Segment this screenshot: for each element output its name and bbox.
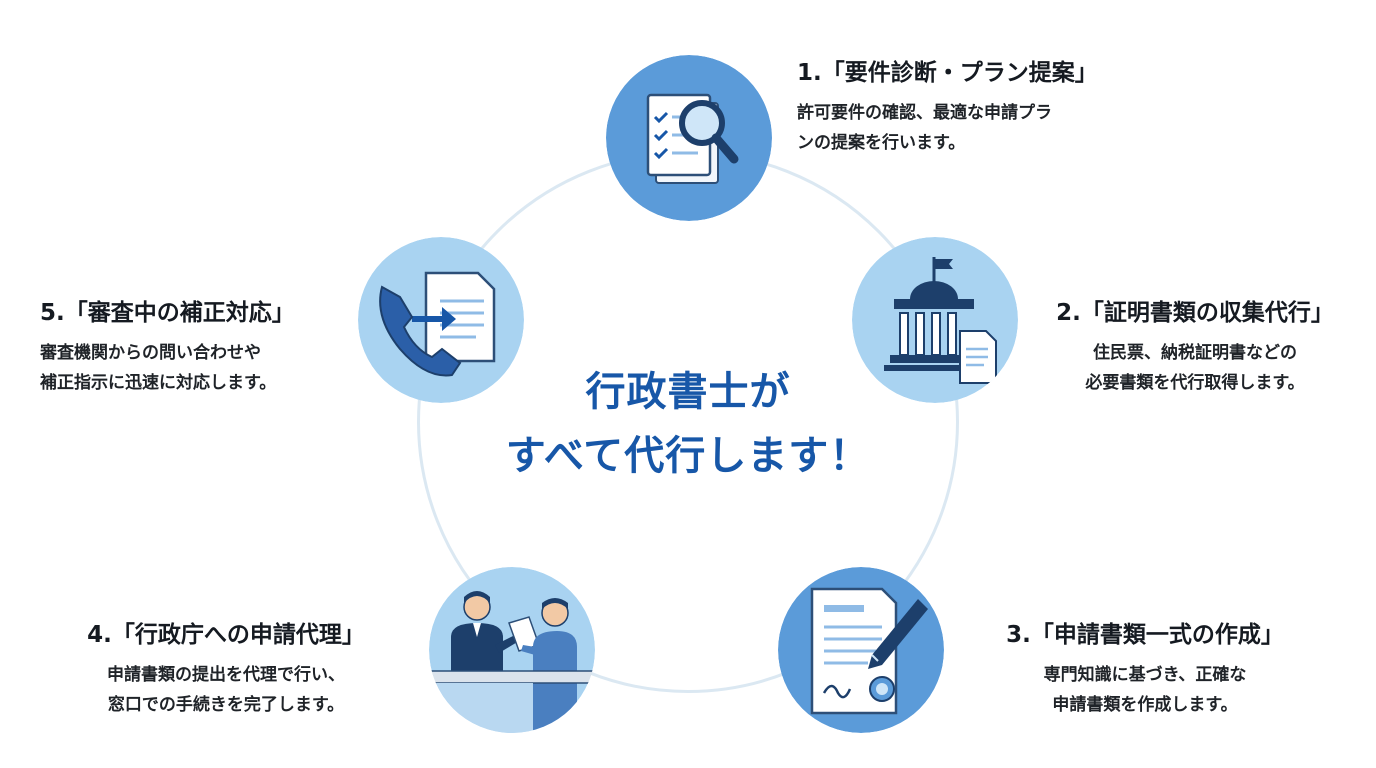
step-5-desc-line-2: 補正指示に迅速に対応します。 xyxy=(40,373,277,393)
step-2-title: 2.「証明書類の収集代行」 xyxy=(1056,300,1334,326)
phone-document-icon xyxy=(358,237,524,403)
step-4-node xyxy=(429,567,595,733)
step-1-desc-line-2: ンの提案を行います。 xyxy=(797,133,966,153)
document-pen-icon xyxy=(778,567,944,733)
step-5-text: 5.「審査中の補正対応」 審査機関からの問い合わせや 補正指示に迅速に対応します… xyxy=(40,298,295,398)
center-line-1: 行政書士が xyxy=(585,369,791,415)
counter-handover-icon xyxy=(429,567,595,733)
document-magnifier-icon xyxy=(606,55,772,221)
step-5-node xyxy=(358,237,524,403)
step-2-node xyxy=(852,237,1018,403)
step-2-desc-line-2: 必要書類を代行取得します。 xyxy=(1085,373,1305,393)
step-1-node xyxy=(606,55,772,221)
step-4-text: 4.「行政庁への申請代理」 申請書類の提出を代理で行い、 窓口での手続きを完了し… xyxy=(46,620,406,720)
step-1-title: 1.「要件診断・プラン提案」 xyxy=(797,60,1098,86)
step-1-text: 1.「要件診断・プラン提案」 許可要件の確認、最適な申請プラ ンの提案を行います… xyxy=(797,58,1098,158)
center-line-2: すべて代行します！ xyxy=(505,433,871,479)
step-5-description: 審査機関からの問い合わせや 補正指示に迅速に対応します。 xyxy=(40,338,295,398)
step-2-description: 住民票、納税証明書などの 必要書類を代行取得します。 xyxy=(1030,338,1360,398)
step-4-description: 申請書類の提出を代理で行い、 窓口での手続きを完了します。 xyxy=(46,660,406,720)
step-2-text: 2.「証明書類の収集代行」 住民票、納税証明書などの 必要書類を代行取得します。 xyxy=(1030,298,1360,398)
government-building-icon xyxy=(852,237,1018,403)
step-3-desc-line-1: 専門知識に基づき、正確な xyxy=(1043,665,1247,685)
step-3-description: 専門知識に基づき、正確な 申請書類を作成します。 xyxy=(980,660,1310,720)
step-3-desc-line-2: 申請書類を作成します。 xyxy=(1052,695,1238,715)
step-3-node xyxy=(778,567,944,733)
step-4-desc-line-1: 申請書類の提出を代理で行い、 xyxy=(107,665,345,685)
step-5-title: 5.「審査中の補正対応」 xyxy=(40,300,295,326)
step-1-description: 許可要件の確認、最適な申請プラ ンの提案を行います。 xyxy=(797,98,1098,158)
step-3-title: 3.「申請書類一式の作成」 xyxy=(1006,622,1284,648)
step-2-desc-line-1: 住民票、納税証明書などの xyxy=(1093,343,1297,363)
step-3-text: 3.「申請書類一式の作成」 専門知識に基づき、正確な 申請書類を作成します。 xyxy=(980,620,1310,720)
step-1-desc-line-1: 許可要件の確認、最適な申請プラ xyxy=(797,103,1052,123)
center-message: 行政書士が すべて代行します！ xyxy=(438,360,938,488)
step-4-title: 4.「行政庁への申請代理」 xyxy=(87,622,365,648)
step-5-desc-line-1: 審査機関からの問い合わせや xyxy=(40,343,261,363)
step-4-desc-line-2: 窓口での手続きを完了します。 xyxy=(107,695,345,715)
